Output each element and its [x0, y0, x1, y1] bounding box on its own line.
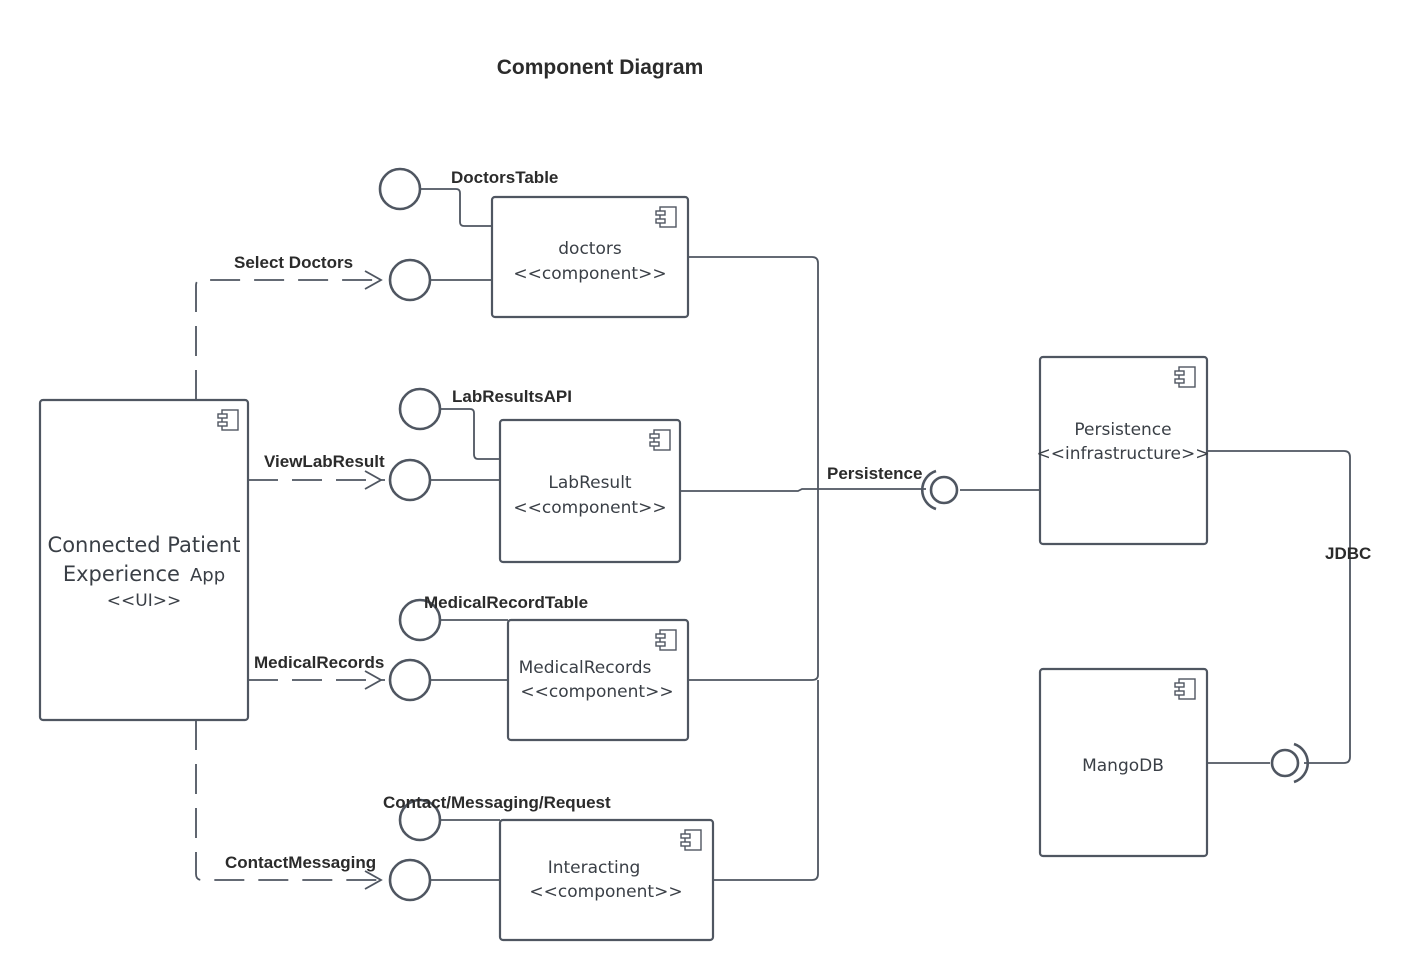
arrowhead-select-doctors [364, 270, 383, 290]
diagram-title: Component Diagram [497, 56, 704, 79]
labresultsapi-label: LabResultsAPI [452, 387, 572, 406]
doctors-to-bus-connector [688, 256, 819, 681]
app-name-line2: Experience App [63, 562, 225, 586]
medicalrecords-component[interactable]: MedicalRecords <<component>> [506, 618, 690, 742]
medicalrecordtable-label: MedicalRecordTable [424, 593, 588, 612]
interacting-component[interactable]: Interacting <<component>> [498, 818, 715, 942]
select-doctors-dependency [195, 279, 385, 400]
contactmessaging-dependency [195, 720, 385, 881]
component-icon [655, 206, 677, 228]
contact-request-interface-circle [398, 798, 442, 842]
interacting-name: Interacting [548, 858, 641, 878]
app-name-line1: Connected Patient [48, 533, 241, 557]
medicalrecordtable-interface-circle [398, 598, 442, 642]
persistence-component[interactable]: Persistence <<infrastructure>> [1036, 355, 1210, 546]
labresult-component[interactable]: LabResult <<component>> [498, 418, 682, 564]
viewlabresult-label: ViewLabResult [264, 452, 385, 471]
labresult-stereotype: <<component>> [513, 498, 666, 518]
labresultsapi-interface-circle [398, 387, 442, 431]
interacting-stereotype: <<component>> [529, 882, 682, 902]
labresult-to-persistence-connector [680, 488, 926, 492]
select-doctors-interface-circle [388, 258, 432, 302]
medicalrecords-interface-circle [388, 658, 432, 702]
labresultsapi-stub [440, 408, 500, 460]
persistence-interface-ball [929, 475, 959, 505]
jdbc-label: JDBC [1325, 544, 1371, 563]
contactmessaging-label: ContactMessaging [225, 853, 376, 872]
component-icon [1174, 366, 1196, 388]
medicalrecords-name: MedicalRecords [519, 658, 652, 678]
doctorstable-interface-circle [378, 167, 422, 211]
connected-patient-app-component[interactable]: Connected Patient Experience App <<UI>> [38, 398, 250, 722]
persistence-interface-label: Persistence [827, 464, 922, 483]
mangodb-component[interactable]: MangoDB [1038, 667, 1209, 858]
component-icon [680, 829, 702, 851]
component-icon [649, 429, 671, 451]
doctors-name: doctors [558, 239, 622, 259]
doctorstable-label: DoctorsTable [451, 168, 558, 187]
select-doctors-label: Select Doctors [234, 253, 353, 272]
app-name-app: App [190, 565, 225, 586]
component-icon [1174, 678, 1196, 700]
component-icon [655, 629, 677, 651]
medicalrecords-stereotype: <<component>> [520, 682, 673, 702]
app-name-experience: Experience [63, 562, 180, 586]
labresult-name: LabResult [548, 473, 632, 493]
medicalrecords-label: MedicalRecords [254, 653, 384, 672]
contactmessaging-interface-circle [388, 858, 432, 902]
doctors-component[interactable]: doctors <<component>> [490, 195, 690, 319]
jdbc-interface-ball [1270, 748, 1300, 778]
viewlabresult-interface-circle [388, 458, 432, 502]
arrowhead-viewlabresult [364, 470, 383, 490]
persistence-name: Persistence [1074, 420, 1171, 440]
contact-request-label: Contact/Messaging/Request [383, 793, 611, 812]
arrowhead-contactmessaging [364, 870, 383, 890]
interacting-to-bus-connector [713, 680, 819, 881]
doctors-stereotype: <<component>> [513, 264, 666, 284]
persistence-socket-arc [920, 469, 937, 511]
arrowhead-medicalrecords [364, 670, 383, 690]
jdbc-socket-arc [1293, 742, 1310, 784]
persistence-stereotype: <<infrastructure>> [1036, 444, 1209, 464]
jdbc-connector [1207, 450, 1351, 764]
component-icon [217, 409, 239, 431]
mangodb-name: MangoDB [1082, 756, 1164, 776]
app-stereotype: <<UI>> [107, 591, 181, 611]
doctorstable-stub [420, 188, 492, 227]
